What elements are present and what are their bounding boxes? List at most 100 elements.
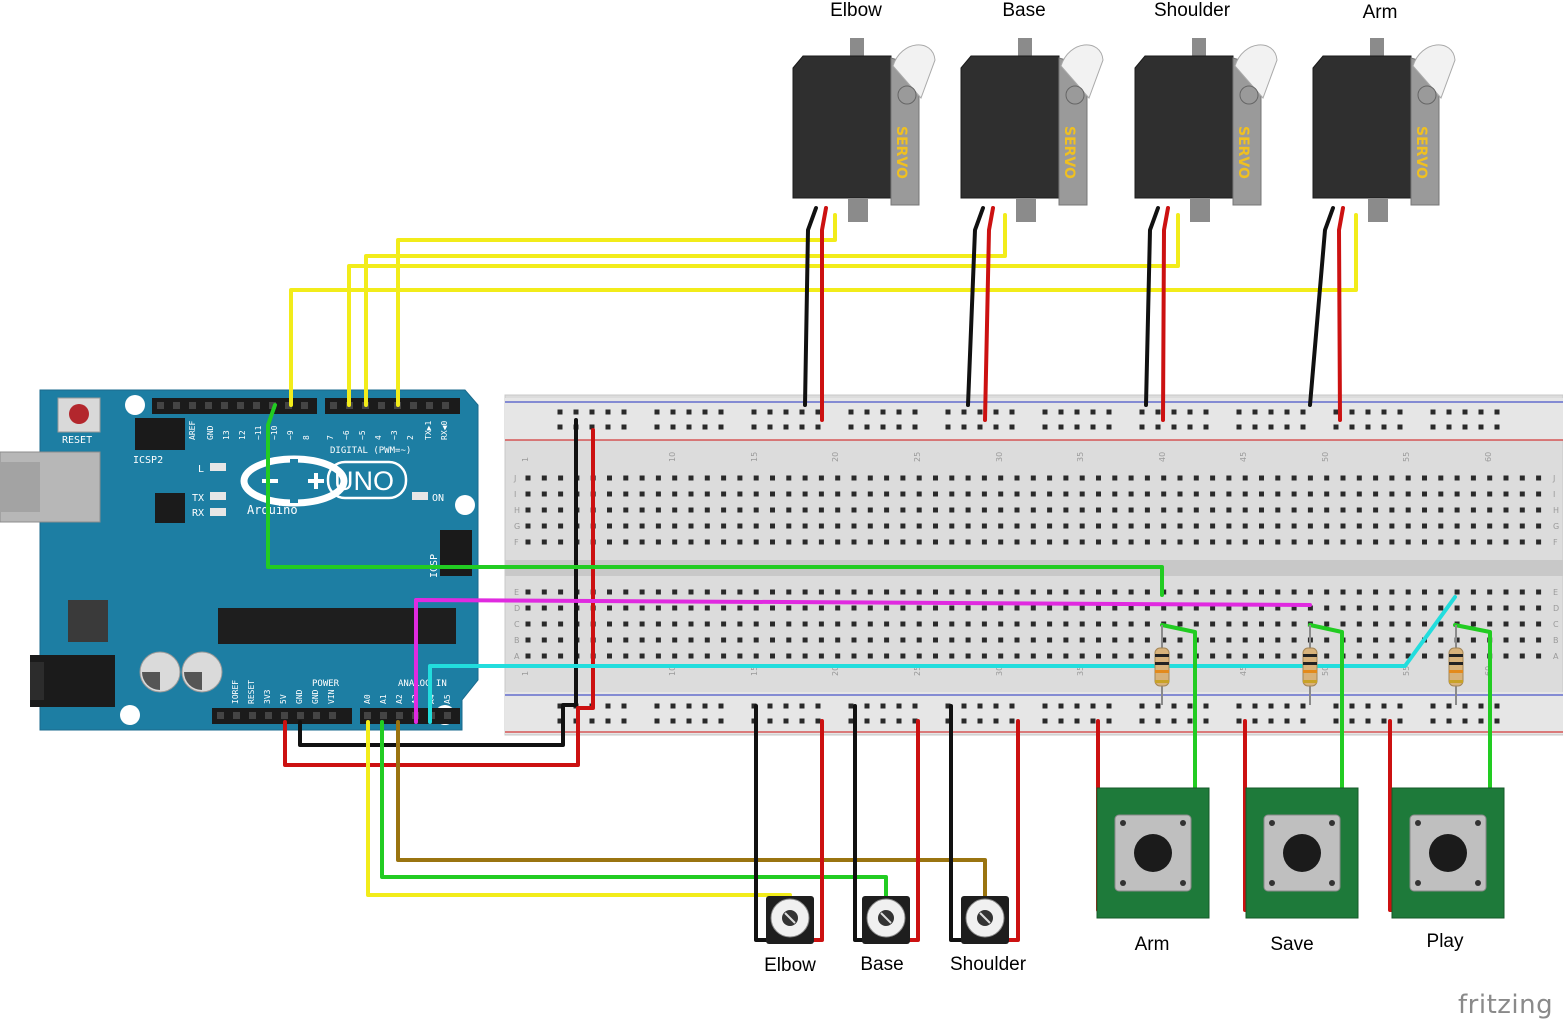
row-letter-label: E (514, 588, 519, 597)
breadboard-hole (623, 539, 629, 545)
breadboard-hole (525, 523, 531, 529)
rail-hole (945, 718, 951, 724)
breadboard-hole (1177, 653, 1183, 659)
rail-hole (1252, 703, 1258, 709)
rail-hole (1106, 424, 1112, 430)
breadboard-hole (770, 475, 775, 481)
breadboard-hole (639, 653, 645, 659)
breadboard-hole (1096, 475, 1101, 481)
breadboard-hole (1324, 523, 1330, 529)
breadboard-hole (965, 605, 971, 611)
pushbutton (1096, 787, 1210, 919)
breadboard-hole (1128, 523, 1134, 529)
breadboard-hole (884, 491, 890, 497)
breadboard-hole (1536, 507, 1542, 513)
breadboard-hole (770, 621, 775, 627)
breadboard-hole (1340, 523, 1346, 529)
breadboard-hole (737, 637, 743, 643)
breadboard-hole (835, 653, 841, 659)
breadboard-hole (1210, 653, 1216, 659)
breadboard-hole (558, 539, 564, 545)
rail-hole (1252, 409, 1258, 415)
breadboard-hole (1503, 637, 1509, 643)
breadboard-hole (1242, 589, 1248, 595)
rail-hole (1155, 424, 1161, 430)
breadboard-hole (1079, 637, 1085, 643)
power-pin-label: 5V (279, 694, 288, 704)
breadboard-hole (1226, 539, 1232, 545)
breadboard-hole (541, 491, 547, 497)
header-pin (396, 712, 403, 719)
rail-hole (557, 409, 563, 415)
rail-hole (993, 424, 999, 430)
breadboard-hole (916, 507, 922, 513)
rail-hole (767, 703, 773, 709)
rail-hole (1009, 409, 1015, 415)
breadboard-hole (541, 523, 547, 529)
breadboard-hole (1096, 605, 1101, 611)
breadboard-hole (1275, 539, 1281, 545)
header-pin (378, 402, 385, 409)
breadboard-hole (1128, 491, 1134, 497)
breadboard-hole (1291, 475, 1297, 481)
breadboard-hole (558, 653, 564, 659)
rail-hole (1397, 424, 1403, 430)
servo-body-text: SERVO (1061, 126, 1077, 179)
breadboard-hole (1210, 523, 1216, 529)
breadboard-hole (786, 539, 792, 545)
breadboard-hole (1047, 475, 1053, 481)
breadboard-hole (541, 637, 547, 643)
rail-hole (1349, 409, 1355, 415)
breadboard-hole (867, 491, 873, 497)
breadboard-hole (737, 475, 743, 481)
breadboard-hole (835, 637, 841, 643)
breadboard-hole (607, 523, 612, 529)
uno-model-label: UNO (334, 466, 394, 496)
breadboard-hole (1112, 507, 1118, 513)
breadboard-hole (1112, 491, 1118, 497)
rail-hole (1171, 424, 1177, 430)
rail-hole (896, 718, 902, 724)
rail-hole (815, 409, 821, 415)
wire-servo-ground (966, 206, 985, 407)
rail-hole (1333, 424, 1339, 430)
breadboard-hole (558, 637, 564, 643)
rail-hole (1365, 424, 1371, 430)
breadboard-hole (1536, 589, 1542, 595)
rail-hole (799, 424, 805, 430)
breadboard-hole (1144, 621, 1150, 627)
rail-hole (670, 409, 676, 415)
breadboard-hole (525, 605, 531, 611)
breadboard-hole (1470, 589, 1476, 595)
breadboard-hole (1275, 621, 1281, 627)
breadboard-hole (607, 653, 612, 659)
pot-label-base: Base (860, 954, 904, 975)
analog-pin-label: A2 (395, 694, 404, 704)
breadboard-hole (704, 589, 710, 595)
breadboard-hole (770, 523, 775, 529)
rail-hole (1187, 703, 1193, 709)
breadboard-hole (1177, 491, 1183, 497)
rail-hole (767, 409, 773, 415)
breadboard-hole (737, 605, 743, 611)
wire-servo-ground (1308, 206, 1335, 407)
breadboard-hole (835, 491, 841, 497)
breadboard-hole (623, 637, 629, 643)
breadboard-hole (1193, 507, 1199, 513)
breadboard-hole (1128, 637, 1134, 643)
power-pin-label: VIN (327, 689, 336, 704)
rail-hole (589, 424, 595, 430)
breadboard-hole (981, 539, 987, 545)
breadboard-hole (1177, 637, 1183, 643)
breadboard-hole (1030, 539, 1036, 545)
column-number-label: 30 (995, 666, 1004, 676)
breadboard-hole (1487, 621, 1493, 627)
rail-hole (686, 718, 692, 724)
breadboard-hole (818, 589, 824, 595)
breadboard-hole (1275, 637, 1281, 643)
breadboard-hole (770, 605, 775, 611)
breadboard-hole (1259, 539, 1264, 545)
rail-hole (654, 424, 660, 430)
breadboard-hole (688, 637, 694, 643)
breadboard-hole (867, 621, 873, 627)
